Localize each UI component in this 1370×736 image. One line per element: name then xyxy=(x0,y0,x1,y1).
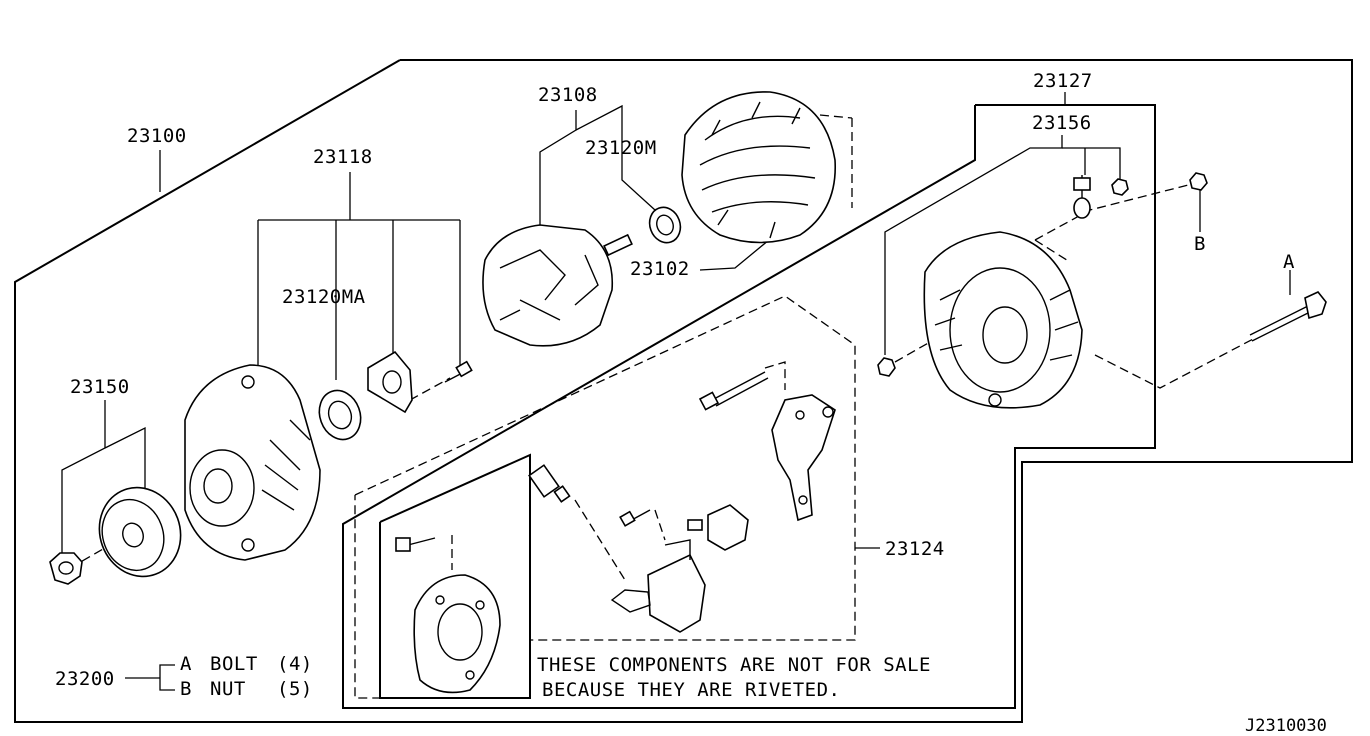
nut-b xyxy=(1189,172,1208,191)
legend-a-letter: A xyxy=(180,653,192,675)
bolt-a xyxy=(1249,291,1327,342)
legend-a-name: BOLT xyxy=(210,653,258,675)
label-23108: 23108 xyxy=(538,84,598,106)
part-labels: 23100 23118 23108 23120M 23102 23127 231… xyxy=(55,70,1295,690)
stator xyxy=(681,91,836,244)
label-23200: 23200 xyxy=(55,668,115,690)
pulley xyxy=(98,486,182,578)
diagram-id: J2310030 xyxy=(1245,716,1327,736)
not-for-sale-note: THESE COMPONENTS ARE NOT FOR SALE BECAUS… xyxy=(537,654,931,701)
fastener-legend: A BOLT (4) B NUT (5) xyxy=(180,653,313,700)
brush-terminal xyxy=(528,464,571,503)
legend-a-qty: (4) xyxy=(277,653,313,675)
riveted-components-box xyxy=(379,453,531,699)
label-23150: 23150 xyxy=(70,376,130,398)
note-line-2: BECAUSE THEY ARE RIVETED. xyxy=(542,679,840,701)
terminal-stud xyxy=(1073,175,1091,219)
label-23120m: 23120M xyxy=(585,137,657,159)
through-bolt-inner xyxy=(698,371,769,411)
brush-holder xyxy=(687,504,749,551)
leader-lines xyxy=(61,92,1291,691)
rear-bearing xyxy=(648,206,682,244)
label-23100: 23100 xyxy=(127,125,187,147)
label-23120ma: 23120MA xyxy=(282,286,366,308)
label-23127: 23127 xyxy=(1033,70,1093,92)
rear-housing xyxy=(923,231,1083,409)
callout-b: B xyxy=(1194,233,1206,255)
regulator-screw xyxy=(619,509,651,527)
pulley-nut xyxy=(49,552,83,585)
terminal-nut xyxy=(1111,178,1129,196)
front-bearing xyxy=(318,389,362,441)
label-23102: 23102 xyxy=(630,258,690,280)
regulator xyxy=(610,539,706,633)
rectifier-bolt xyxy=(395,537,436,552)
retainer-screw xyxy=(444,360,473,383)
legend-b-name: NUT xyxy=(210,678,246,700)
front-housing xyxy=(184,364,321,561)
label-23156: 23156 xyxy=(1032,112,1092,134)
inner-nut xyxy=(877,357,896,377)
legend-b-letter: B xyxy=(180,678,192,700)
callout-a: A xyxy=(1283,251,1295,273)
label-23118: 23118 xyxy=(313,146,373,168)
rectifier-bracket xyxy=(771,394,836,522)
subassembly-outline-23127 xyxy=(342,104,1156,709)
legend-b-qty: (5) xyxy=(277,678,313,700)
label-23124: 23124 xyxy=(885,538,945,560)
assembly-outline-23100 xyxy=(14,59,1353,723)
rotor xyxy=(482,224,633,347)
note-line-1: THESE COMPONENTS ARE NOT FOR SALE xyxy=(537,654,931,676)
rectifier-plate xyxy=(413,574,501,694)
retainer-plate xyxy=(367,350,413,414)
subassembly-outline-23124 xyxy=(354,295,856,699)
